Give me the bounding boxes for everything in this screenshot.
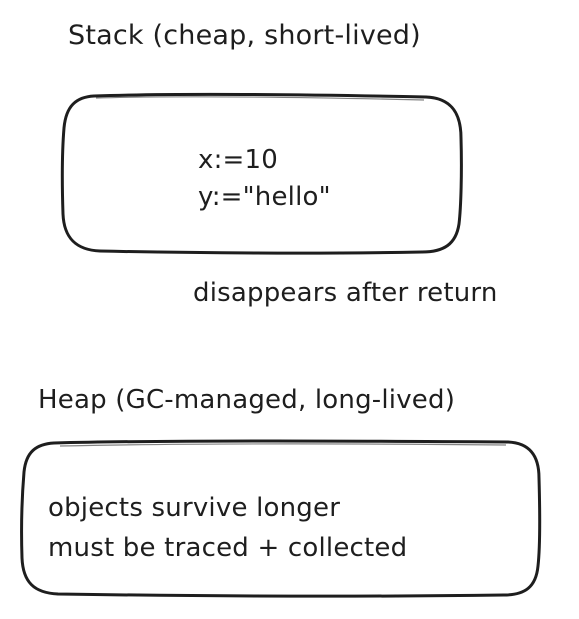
stack-title: Stack (cheap, short-lived): [68, 20, 421, 51]
stack-note: disappears after return: [193, 278, 498, 308]
stack-box-outline: [60, 92, 463, 255]
heap-box: [20, 438, 542, 598]
heap-title: Heap (GC-managed, long-lived): [38, 385, 456, 415]
stack-line-x: x:=10: [198, 145, 279, 175]
heap-line-survive: objects survive longer: [48, 493, 341, 523]
heap-box-outline: [20, 439, 542, 598]
stack-box: [60, 92, 464, 256]
stack-variables: x:=10 y:="hello": [198, 142, 331, 216]
heap-line-traced: must be traced + collected: [48, 533, 408, 563]
stack-line-y: y:="hello": [198, 182, 331, 212]
heap-description: objects survive longer must be traced + …: [48, 488, 407, 568]
